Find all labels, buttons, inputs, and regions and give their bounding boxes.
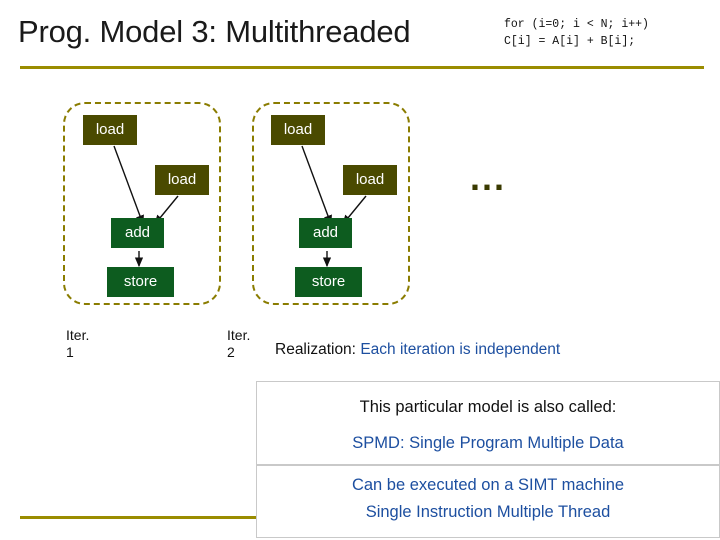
callout-simt-line-1: Can be executed on a SIMT machine bbox=[351, 476, 625, 494]
iteration-group-2 bbox=[252, 102, 410, 305]
node-add: add bbox=[299, 218, 352, 248]
page-title: Prog. Model 3: Multithreaded bbox=[18, 14, 411, 49]
callout-spmd: This particular model is also called: SP… bbox=[256, 381, 720, 465]
node-load: load bbox=[271, 115, 325, 145]
realization-line: Realization: Each iteration is independe… bbox=[275, 341, 560, 359]
node-load: load bbox=[83, 115, 137, 145]
iteration-2-caption-top: Iter. bbox=[227, 327, 251, 343]
node-load: load bbox=[343, 165, 397, 195]
title-divider bbox=[20, 66, 704, 69]
node-add: add bbox=[111, 218, 164, 248]
node-load: load bbox=[155, 165, 209, 195]
code-line-2: C[i] = A[i] + B[i]; bbox=[504, 35, 636, 48]
callout-simt: Can be executed on a SIMT machine Single… bbox=[256, 465, 720, 538]
code-snippet: for (i=0; i < N; i++) C[i] = A[i] + B[i]… bbox=[504, 16, 649, 50]
iteration-1-caption-top: Iter. bbox=[66, 327, 90, 343]
realization-value: Each iteration is independent bbox=[360, 341, 561, 358]
callout-spmd-line-2: SPMD: Single Program Multiple Data bbox=[352, 434, 624, 452]
iteration-2-caption-number: 2 bbox=[227, 344, 235, 360]
code-line-1: for (i=0; i < N; i++) bbox=[504, 18, 649, 31]
node-store: store bbox=[295, 267, 362, 297]
iteration-1-caption-number: 1 bbox=[66, 344, 74, 360]
callout-spmd-line-1: This particular model is also called: bbox=[359, 398, 617, 416]
footer-divider bbox=[20, 516, 256, 519]
realization-label: Realization: bbox=[275, 341, 356, 358]
callout-simt-line-2: Single Instruction Multiple Thread bbox=[365, 503, 611, 521]
node-store: store bbox=[107, 267, 174, 297]
ellipsis-more-iterations: ... bbox=[470, 157, 507, 198]
iteration-1-caption: Iter. 1 bbox=[66, 327, 89, 361]
iteration-group-1 bbox=[63, 102, 221, 305]
iteration-2-caption: Iter. 2 bbox=[227, 327, 250, 361]
